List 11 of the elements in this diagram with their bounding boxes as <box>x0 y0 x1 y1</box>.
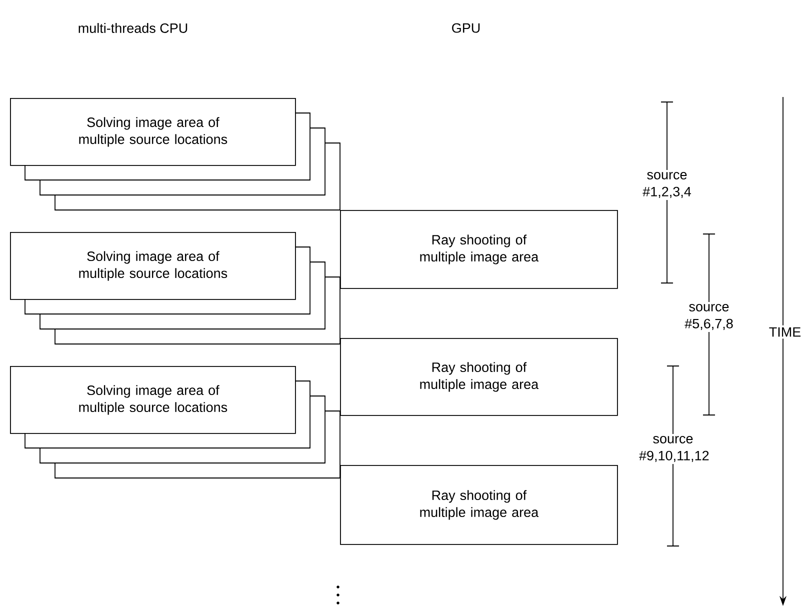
text-label: GPU <box>449 21 483 35</box>
text-label: multi-threads CPU <box>76 21 190 35</box>
range-label: source #9,10,11,12 <box>637 434 709 464</box>
process-box: Ray shooting of multiple image area <box>340 210 618 289</box>
axis-label: TIME <box>766 325 804 339</box>
process-box: Ray shooting of multiple image area <box>340 465 618 545</box>
range-label: source #5,6,7,8 <box>673 302 745 332</box>
process-box: Solving image area of multiple source locations <box>10 98 296 166</box>
process-box: Ray shooting of multiple image area <box>340 338 618 416</box>
range-label: source #1,2,3,4 <box>631 170 703 200</box>
process-box: Solving image area of multiple source locations <box>10 232 296 300</box>
